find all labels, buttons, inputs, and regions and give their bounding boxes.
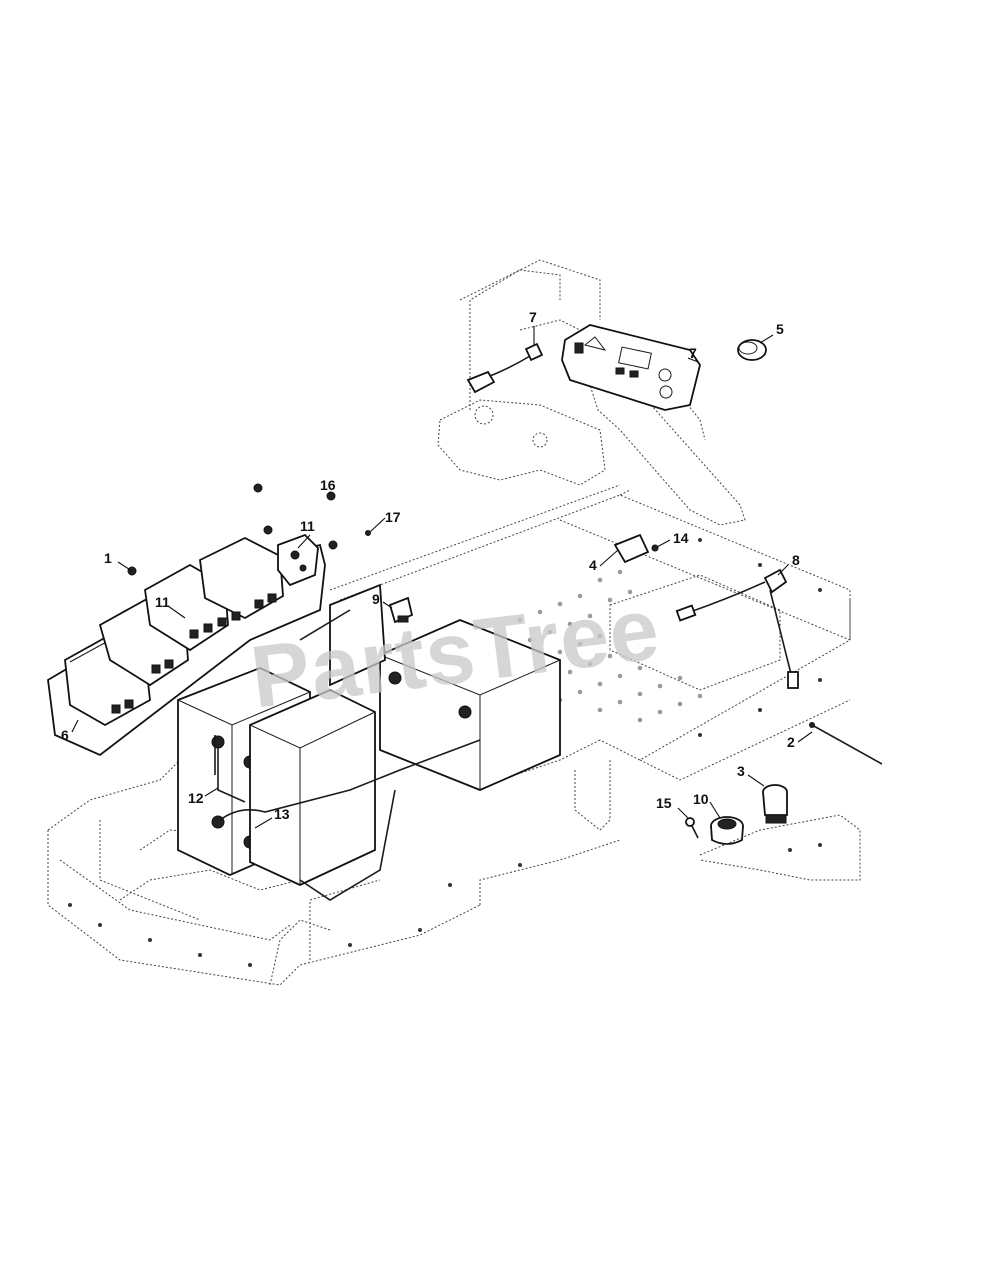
callout-7-plug: 7 (529, 309, 537, 325)
leader-lines (71, 326, 813, 829)
callout-15: 15 (656, 795, 672, 811)
callout-17: 17 (385, 509, 401, 525)
controller-plate (47, 483, 371, 757)
callout-12: 12 (188, 790, 204, 806)
callout-7-console: 7 (689, 345, 697, 361)
callout-8: 8 (792, 552, 800, 568)
callout-6: 6 (61, 727, 69, 743)
callout-5: 5 (776, 321, 784, 337)
seat-switch (613, 533, 659, 564)
callout-4: 4 (589, 557, 597, 573)
callout-11-module: 11 (155, 594, 170, 610)
callout-16: 16 (320, 477, 336, 493)
key-switch (762, 784, 788, 824)
mower-frame (47, 484, 851, 986)
switch-part-9 (388, 596, 414, 624)
cable-tie (809, 722, 883, 765)
callout-14: 14 (673, 530, 689, 546)
callout-3: 3 (737, 763, 745, 779)
wire-harness (214, 609, 481, 901)
battery-rear (329, 583, 561, 791)
callout-11-relay: 11 (300, 518, 315, 534)
cap-part (737, 339, 767, 361)
callout-9: 9 (372, 591, 380, 607)
knob (710, 816, 744, 845)
callout-13: 13 (274, 806, 290, 822)
dash-panel (699, 814, 861, 881)
speed-sensor (675, 568, 799, 689)
callout-2: 2 (787, 734, 795, 750)
ignition-key (685, 817, 699, 839)
callout-10: 10 (693, 791, 709, 807)
battery-middle (249, 689, 376, 886)
callout-1: 1 (104, 550, 112, 566)
sensor-plug (466, 342, 544, 394)
display-console (561, 324, 701, 411)
callouts: 1 2 3 4 5 6 7 7 8 9 10 11 11 12 13 14 15… (61, 309, 800, 822)
